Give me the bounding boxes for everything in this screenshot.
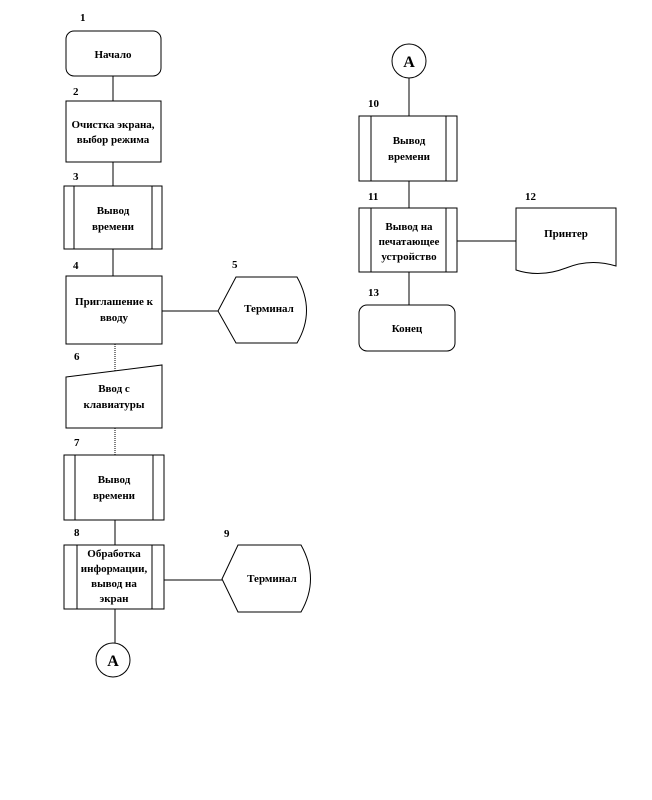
predefined-process-shape (63, 454, 165, 521)
block-label-line: Вывод на (385, 221, 433, 233)
block-label-line: печатающее (379, 236, 440, 248)
predefined-process-shape (358, 115, 458, 182)
block-input-prompt: 4 Приглашение к вводу (65, 260, 163, 345)
block-label-line: выбор режима (77, 134, 150, 146)
block-number: 5 (232, 259, 238, 271)
terminator-shape (358, 304, 456, 352)
block-label-line: Вывод (98, 474, 131, 486)
block-number: 4 (73, 260, 79, 272)
block-number: 8 (74, 527, 80, 539)
connector-label: A (403, 54, 415, 71)
block-processing: 8 Обработка информации, вывод на экран (63, 527, 165, 610)
block-label: Принтер (544, 228, 588, 240)
block-terminal-2: 9 Терминал (221, 528, 311, 613)
display-shape (221, 544, 311, 613)
block-number: 9 (224, 528, 230, 540)
block-label-line: времени (388, 151, 431, 163)
block-label-line: времени (93, 490, 136, 502)
display-shape (217, 276, 307, 344)
block-label-line: клавиатуры (84, 399, 145, 411)
block-label-line: Очистка экрана, (71, 119, 154, 131)
block-time-output-2: 7 Вывод времени (63, 437, 165, 521)
manual-input-shape (65, 364, 163, 429)
block-number: 12 (525, 191, 537, 203)
block-label: Терминал (247, 573, 297, 585)
block-number: 7 (74, 437, 80, 449)
block-number: 2 (73, 86, 79, 98)
block-label: Конец (392, 323, 423, 335)
block-label-line: информации, (81, 563, 148, 575)
block-label-line: вводу (100, 312, 129, 324)
connector-a-in: A (391, 43, 427, 79)
connector-circle (95, 642, 131, 678)
connector-a-out: A (95, 642, 131, 678)
block-number: 10 (368, 98, 380, 110)
block-label-line: Вывод (393, 135, 426, 147)
connector-circle (391, 43, 427, 79)
terminator-shape (65, 30, 162, 77)
block-number: 3 (73, 171, 79, 183)
connector-label: A (107, 653, 119, 670)
predefined-process-shape (358, 207, 458, 273)
process-shape (65, 100, 162, 163)
block-label-line: экран (99, 593, 129, 605)
block-label-line: Обработка (87, 548, 141, 560)
process-shape (65, 275, 163, 345)
block-label: Терминал (244, 303, 294, 315)
block-label: Начало (94, 49, 132, 61)
block-time-output-3: 10 Вывод времени (358, 98, 458, 182)
block-number: 6 (74, 351, 80, 363)
block-label-line: устройство (381, 251, 437, 263)
block-clear-screen: 2 Очистка экрана, выбор режима (65, 86, 162, 163)
block-keyboard-input: 6 Ввод с клавиатуры (65, 351, 163, 429)
block-printer-output: 11 Вывод на печатающее устройство (358, 191, 458, 273)
document-shape (515, 207, 617, 274)
block-number: 1 (80, 12, 86, 24)
block-start: 1 Начало (65, 12, 162, 77)
block-label-line: Ввод с (98, 383, 130, 395)
block-label-line: Вывод (97, 205, 130, 217)
block-end: 13 Конец (358, 287, 456, 352)
predefined-process-shape (63, 544, 165, 610)
block-label-line: времени (92, 221, 135, 233)
block-terminal-1: 5 Терминал (217, 259, 307, 344)
block-label-line: вывод на (91, 578, 137, 590)
block-label-line: Приглашение к (75, 296, 154, 308)
flow-lines (112, 76, 516, 643)
predefined-process-shape (63, 185, 163, 250)
block-printer: 12 Принтер (515, 191, 617, 274)
block-number: 11 (368, 191, 378, 203)
block-time-output-1: 3 Вывод времени (63, 171, 163, 250)
block-number: 13 (368, 287, 380, 299)
